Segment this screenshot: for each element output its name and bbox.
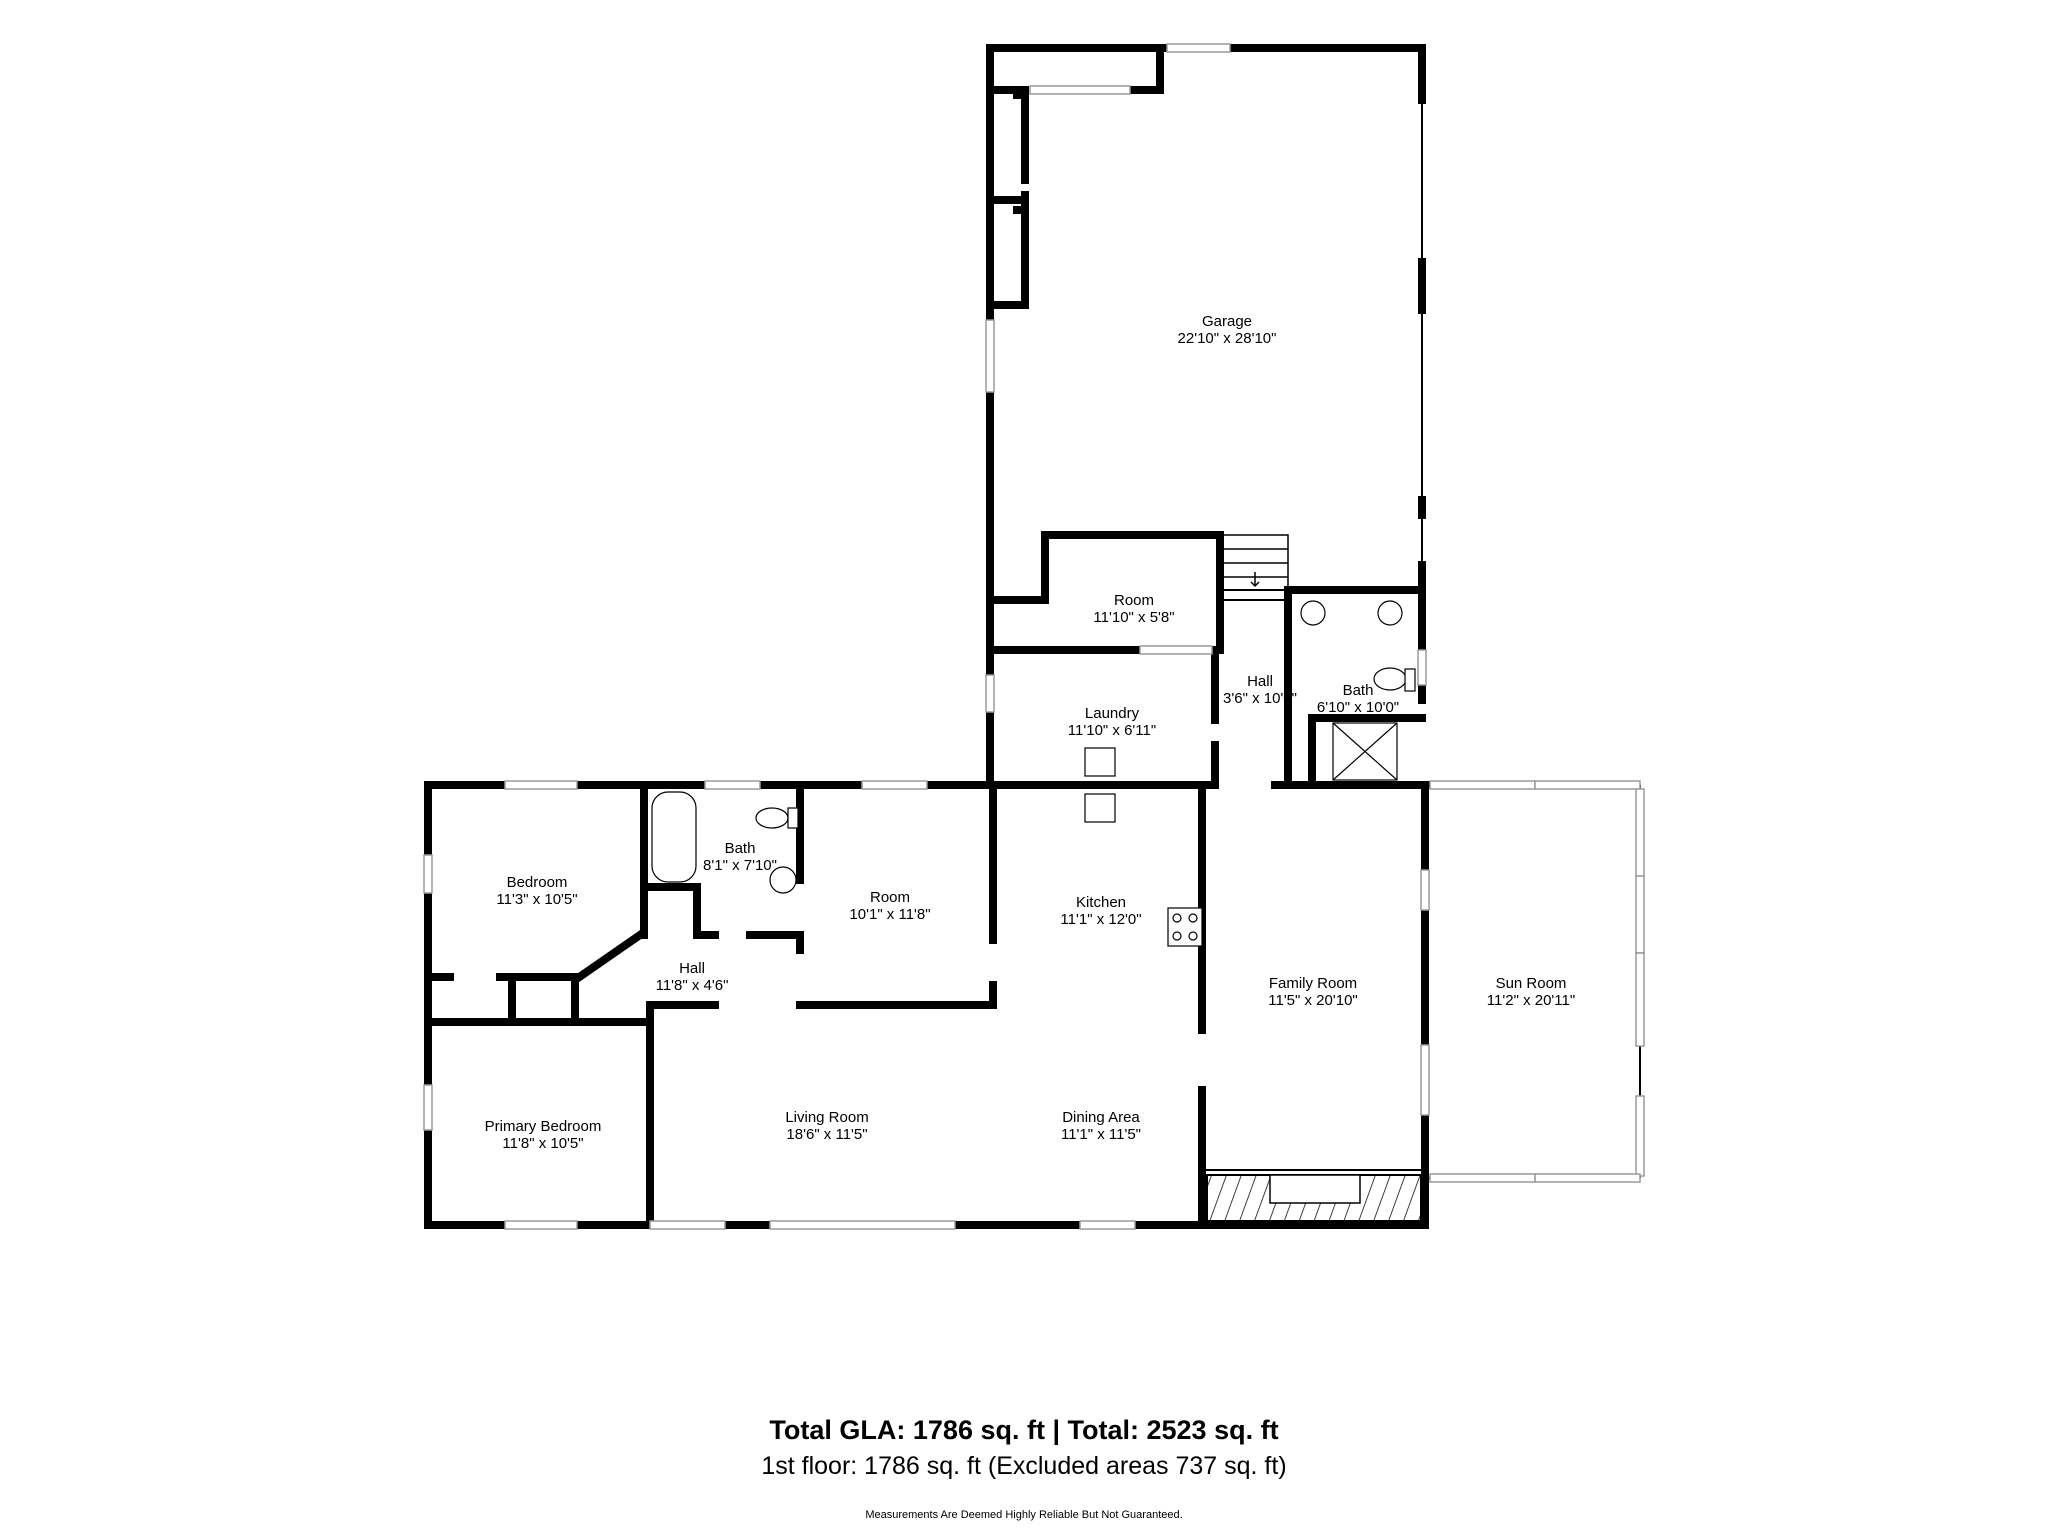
bath-lower-label: Bath <box>725 840 756 857</box>
bedroom-label: Bedroom <box>507 874 568 891</box>
sink-icon <box>1300 600 1326 626</box>
total-area-summary: Total GLA: 1786 sq. ft | Total: 2523 sq.… <box>769 1415 1279 1445</box>
walls <box>424 44 1434 1229</box>
toilet-icon <box>1373 667 1407 691</box>
hall-lower-label: Hall <box>679 960 705 977</box>
living-room-label: Living Room <box>785 1109 868 1126</box>
family-room-label: Family Room <box>1269 975 1357 992</box>
bath-lower-dim: 8'1" x 7'10" <box>703 857 777 874</box>
laundry-label: Laundry <box>1085 705 1140 722</box>
fireplace <box>1206 1174 1422 1222</box>
living-room-dim: 18'6" x 11'5" <box>786 1126 867 1143</box>
fixtures <box>651 600 1416 947</box>
room-upper-dim: 11'10" x 5'8" <box>1093 609 1174 626</box>
room-lower-dim: 10'1" x 11'8" <box>849 906 930 923</box>
hall-upper-dim: 3'6" x 10'0" <box>1223 690 1297 707</box>
hall-lower-dim: 11'8" x 4'6" <box>656 977 729 994</box>
dining-area-dim: 11'1" x 11'5" <box>1061 1126 1141 1143</box>
sink-icon <box>769 866 797 894</box>
sun-room-label: Sun Room <box>1496 975 1567 992</box>
laundry-dim: 11'10" x 6'11" <box>1068 722 1156 739</box>
dining-area-label: Dining Area <box>1062 1109 1140 1126</box>
garage-label: Garage <box>1202 313 1252 330</box>
room-upper-label: Room <box>1114 592 1154 609</box>
bathtub-icon <box>651 791 697 883</box>
stairs <box>1221 534 1289 591</box>
room-lower-label: Room <box>870 889 910 906</box>
stove-icon <box>1167 907 1203 947</box>
kitchen-dim: 11'1" x 12'0" <box>1060 911 1141 928</box>
bedroom-dim: 11'3" x 10'5" <box>496 891 577 908</box>
laundry-sink-icon <box>1084 747 1116 777</box>
windows <box>423 43 1645 1230</box>
primary-bedroom-dim: 11'8" x 10'5" <box>502 1135 583 1152</box>
kitchen-sink-icon <box>1084 793 1116 823</box>
bath-upper-label: Bath <box>1343 682 1374 699</box>
sun-room-dim: 11'2" x 20'11" <box>1487 992 1575 1009</box>
kitchen-label: Kitchen <box>1076 894 1126 911</box>
disclaimer: Measurements Are Deemed Highly Reliable … <box>865 1509 1183 1521</box>
floor-area-summary: 1st floor: 1786 sq. ft (Excluded areas 7… <box>761 1452 1287 1480</box>
toilet-icon <box>755 807 789 829</box>
family-room-dim: 11'5" x 20'10" <box>1268 992 1358 1009</box>
garage-dim: 22'10" x 28'10" <box>1178 330 1277 347</box>
sink-icon <box>1377 600 1403 626</box>
hall-upper-label: Hall <box>1247 673 1273 690</box>
room-labels: Garage 22'10" x 28'10" Room 11'10" x 5'8… <box>485 313 1576 1152</box>
bath-upper-dim: 6'10" x 10'0" <box>1317 699 1399 716</box>
primary-bedroom-label: Primary Bedroom <box>485 1118 602 1135</box>
